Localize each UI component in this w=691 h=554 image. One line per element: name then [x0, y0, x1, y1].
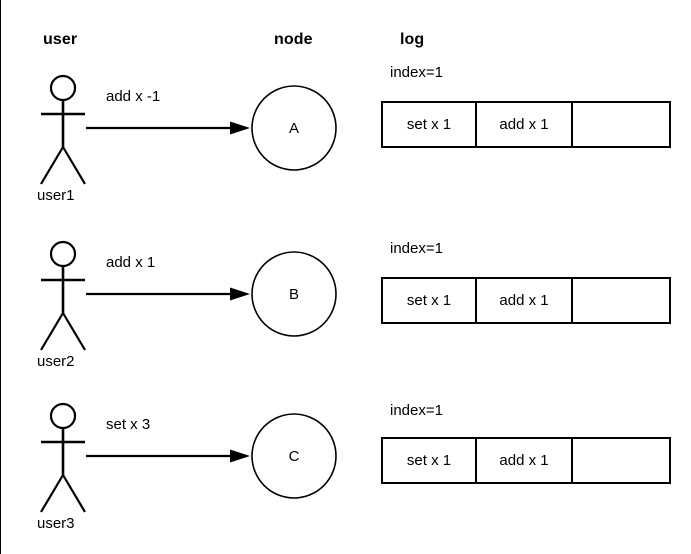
log-cell: set x 1: [383, 103, 477, 146]
node-circle-3: C: [251, 413, 337, 499]
actor-label-1: user1: [37, 187, 75, 204]
log-table-3: set x 1 add x 1: [381, 437, 671, 484]
message-arrow-2: [86, 287, 250, 301]
log-cell: [573, 279, 669, 322]
log-cell: set x 1: [383, 279, 477, 322]
edge-label-1: add x -1: [106, 88, 161, 105]
column-header-node: node: [274, 31, 313, 48]
message-arrow-3: [86, 449, 250, 463]
log-table-1: set x 1 add x 1: [381, 101, 671, 148]
edge-label-3: set x 3: [106, 416, 151, 433]
log-index-label-1: index=1: [390, 64, 443, 81]
message-arrow-1: [86, 121, 250, 135]
node-circle-1: A: [251, 85, 337, 171]
log-cell: add x 1: [477, 279, 573, 322]
log-index-label-2: index=1: [390, 240, 443, 257]
actor-stick-figure-1: [40, 74, 86, 185]
log-index-label-3: index=1: [390, 402, 443, 419]
actor-stick-figure-3: [40, 402, 86, 513]
log-cell: [573, 439, 669, 482]
diagram-border: [0, 0, 1, 554]
actor-label-2: user2: [37, 353, 75, 370]
column-header-log: log: [400, 31, 425, 48]
log-cell: [573, 103, 669, 146]
actor-stick-figure-2: [40, 240, 86, 351]
column-header-user: user: [43, 31, 78, 48]
node-letter-1: A: [289, 120, 299, 137]
log-cell: add x 1: [477, 103, 573, 146]
node-letter-2: B: [289, 286, 299, 303]
node-circle-2: B: [251, 251, 337, 337]
node-letter-3: C: [289, 448, 300, 465]
edge-label-2: add x 1: [106, 254, 156, 271]
log-cell: add x 1: [477, 439, 573, 482]
log-cell: set x 1: [383, 439, 477, 482]
actor-label-3: user3: [37, 515, 75, 532]
log-table-2: set x 1 add x 1: [381, 277, 671, 324]
